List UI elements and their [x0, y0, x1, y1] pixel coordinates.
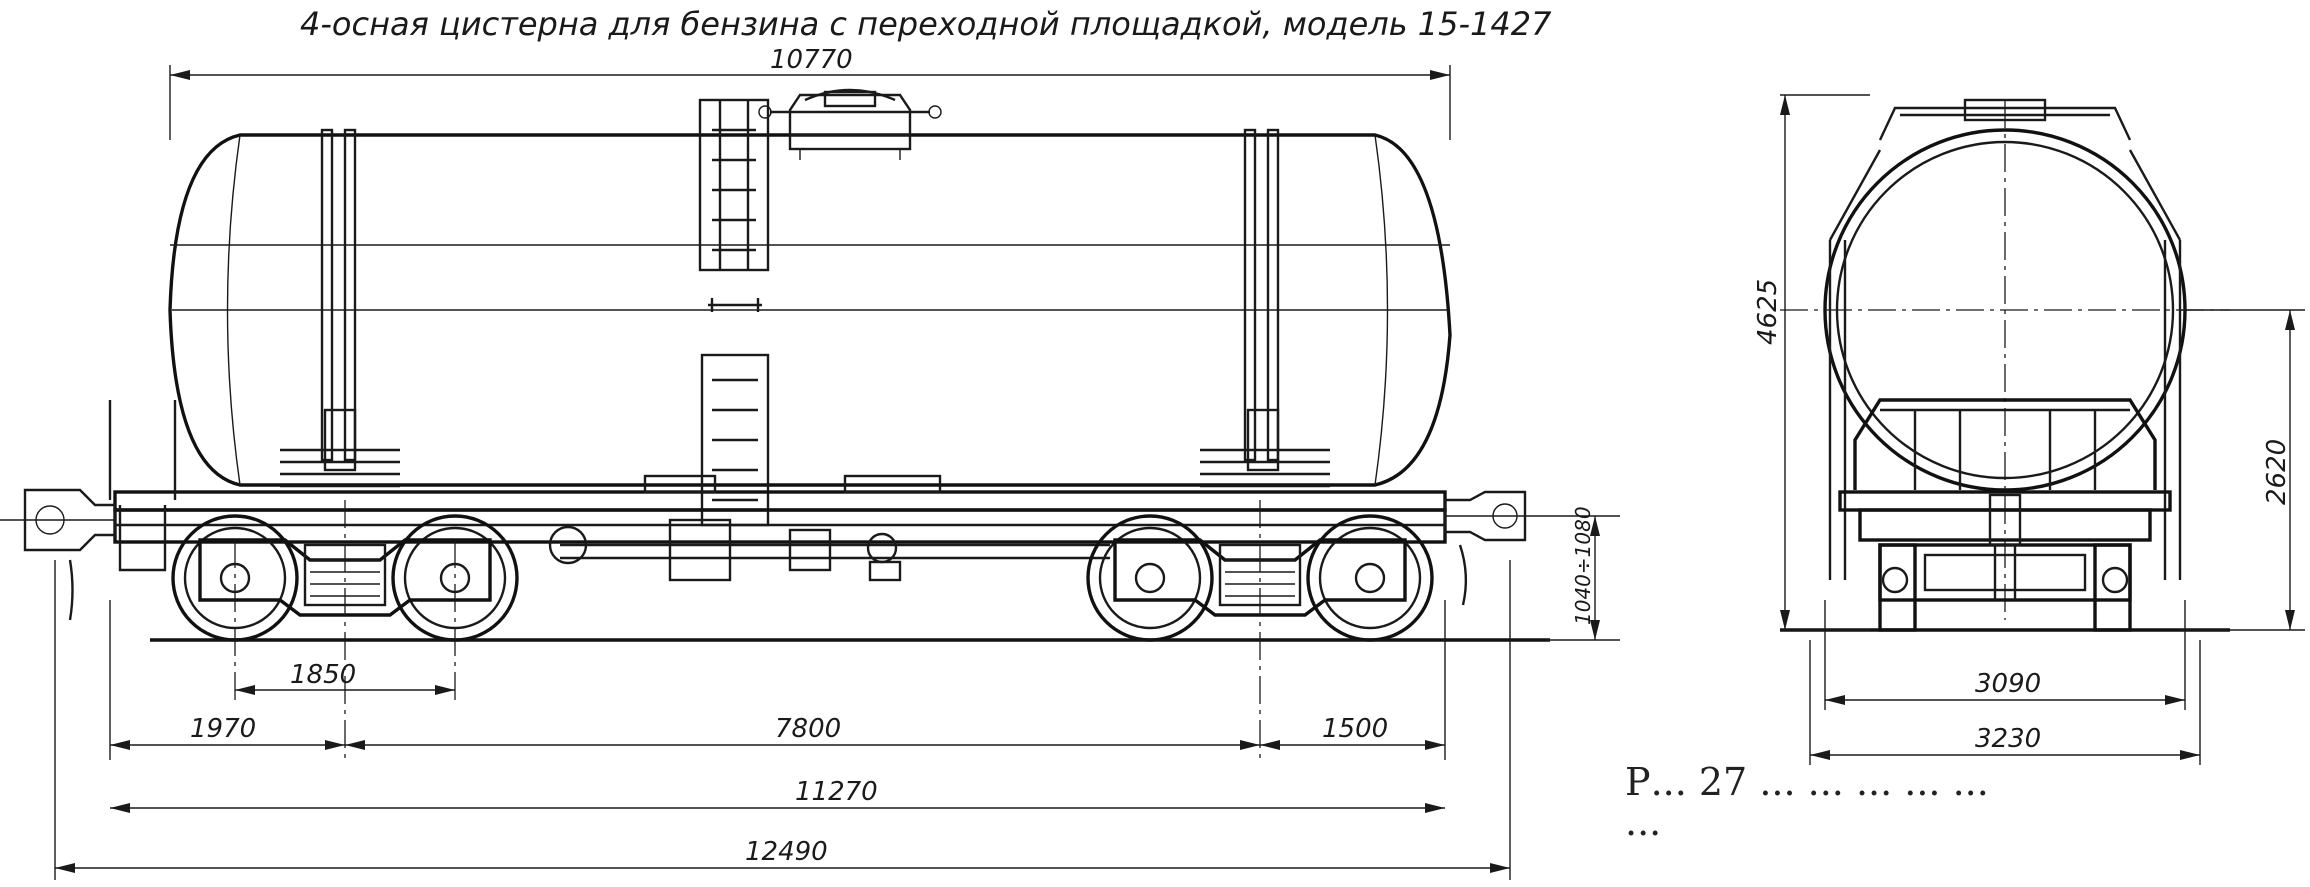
dim-total-height: 4625 [1753, 279, 1783, 345]
dim-coupler-length: 12490 [745, 837, 828, 867]
tank-strap-left [280, 128, 400, 488]
side-view [0, 88, 1550, 760]
side-dimensions: 10770 1850 1970 7800 1500 11270 12490 10… [54, 45, 1620, 880]
tank-strap-right [1200, 128, 1330, 488]
ladder-upper [698, 98, 770, 272]
dim-tank-length: 10770 [770, 45, 853, 75]
dim-right-overhang: 1500 [1322, 714, 1388, 744]
tank-dome [758, 88, 942, 160]
coupler-left [0, 488, 117, 621]
dim-inner-width: 3090 [1975, 669, 2041, 699]
caption-line-2: ... [1625, 800, 1661, 844]
dim-outer-width: 3230 [1975, 724, 2041, 754]
coupler-right [1443, 490, 1545, 606]
caption-line-1: Р... 27 ... ... ... ... ... [1625, 760, 1989, 804]
bogie-right [1086, 514, 1434, 642]
end-dimensions: 4625 2620 3090 3230 [1753, 94, 2305, 765]
dim-axis-height: 2620 [2262, 439, 2292, 505]
dim-coupler-height: 1040÷1080 [1571, 506, 1595, 625]
dim-bogie-centers: 7800 [775, 714, 841, 744]
ladder-mid [708, 298, 762, 312]
dim-bogie-wheelbase: 1850 [290, 660, 356, 690]
end-view [1780, 98, 2230, 632]
figure-caption: Р... 27 ... ... ... ... ... ... [1625, 760, 1989, 844]
dim-left-overhang: 1970 [190, 714, 256, 744]
ladder-lower [700, 353, 770, 527]
dim-frame-length: 11270 [795, 777, 878, 807]
drawing-title: 4-осная цистерна для бензина с переходно… [300, 5, 1552, 43]
